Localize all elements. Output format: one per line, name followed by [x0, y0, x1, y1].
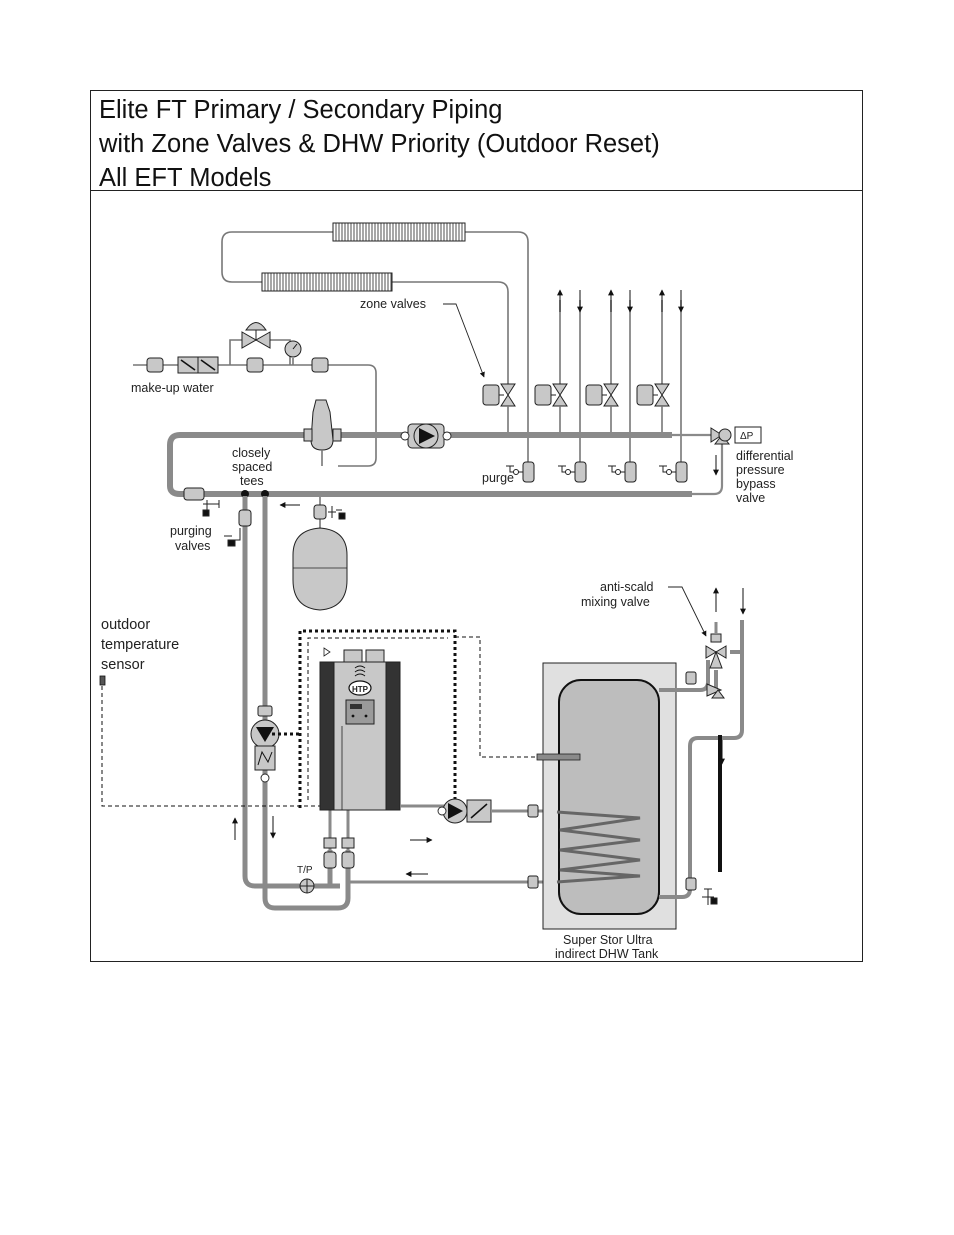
- tank-coil-unions: [528, 805, 538, 888]
- expansion-tank: [293, 528, 347, 610]
- label-outdoor: outdoor: [101, 617, 150, 633]
- pressure-reducing-valve: [242, 323, 270, 349]
- label-valve: valve: [736, 491, 765, 505]
- label-sensor: sensor: [101, 657, 145, 673]
- label-pressure: pressure: [736, 463, 785, 477]
- label-valves: valves: [175, 539, 210, 553]
- label-htp-logo: HTP: [352, 685, 369, 694]
- outdoor-sensor-icon: [100, 676, 105, 685]
- indirect-dhw-tank: [537, 663, 676, 929]
- pressure-gauge-icon: [285, 341, 301, 365]
- label-differential: differential: [736, 449, 793, 463]
- label-tp: T/P: [297, 865, 313, 876]
- dhw-circulator: [438, 799, 491, 823]
- label-closely: closely: [232, 446, 271, 460]
- purge-valves: [506, 462, 687, 482]
- label-anti-scald: anti-scald: [600, 580, 654, 594]
- label-tank-line1: Super Stor Ultra: [563, 933, 653, 947]
- label-make-up-water: make-up water: [131, 381, 214, 395]
- air-separator: [304, 400, 341, 466]
- zone-valves-leader: [443, 304, 484, 377]
- label-tees: tees: [240, 474, 264, 488]
- tp-relief-valve: [300, 879, 314, 893]
- boiler-isolation-valves: [324, 838, 354, 868]
- label-temperature: temperature: [101, 637, 179, 653]
- label-mixing-valve: mixing valve: [581, 595, 650, 609]
- baseboard-radiator-lower: [262, 273, 392, 291]
- expansion-tank-fittings: [314, 505, 345, 519]
- label-zone-valves: zone valves: [360, 297, 426, 311]
- label-delta-p: ΔP: [740, 431, 754, 442]
- primary-circulator: [401, 424, 451, 448]
- mixing-valve-leader: [668, 587, 706, 636]
- label-tank-line2: indirect DHW Tank: [555, 947, 659, 961]
- label-bypass: bypass: [736, 477, 776, 491]
- zone-valve-1: [483, 384, 515, 406]
- label-purge: purge: [482, 471, 514, 485]
- baseboard-radiator-upper: [333, 223, 465, 241]
- label-spaced: spaced: [232, 460, 272, 474]
- zone-valve-4: [637, 384, 669, 406]
- label-purging: purging: [170, 524, 212, 538]
- zone-flow-arrows: [560, 290, 681, 312]
- elite-ft-boiler: [320, 648, 400, 810]
- differential-pressure-bypass-valve: [711, 427, 761, 444]
- zone-valve-3: [586, 384, 618, 406]
- zone-valve-2: [535, 384, 567, 406]
- zone-supply-lines: [508, 406, 662, 432]
